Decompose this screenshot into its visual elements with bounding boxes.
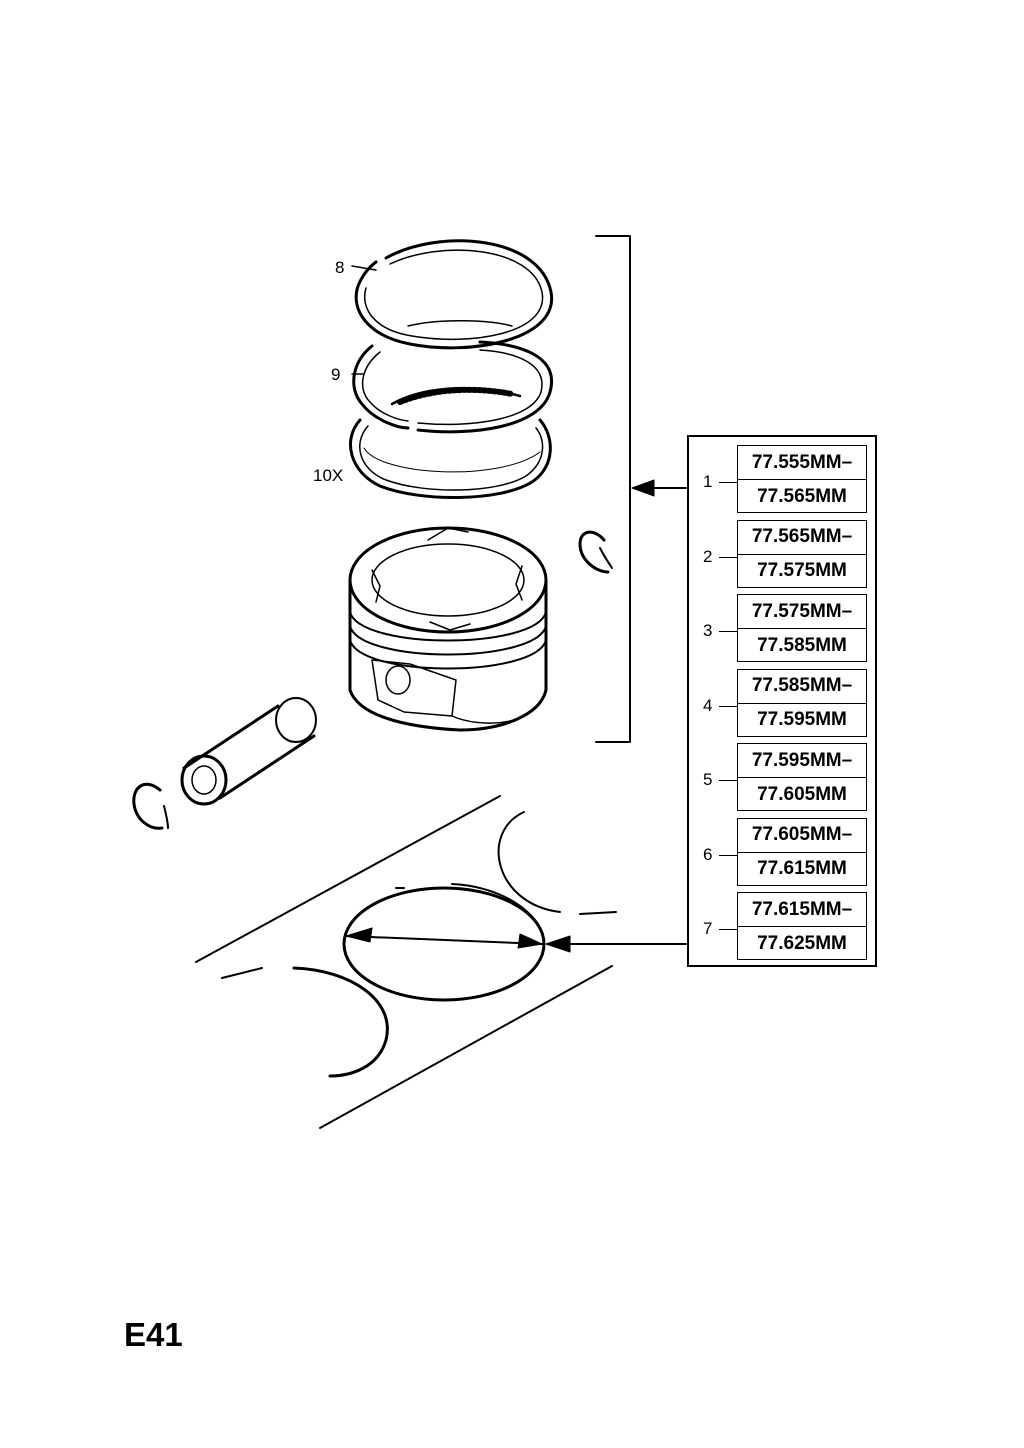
piston <box>348 526 548 732</box>
cylinder-block <box>195 795 617 1129</box>
size-grade-leader <box>719 929 737 930</box>
size-grade-row: 4 77.585MM– 77.595MM <box>689 668 875 739</box>
size-grade-max: 77.625MM <box>757 932 847 954</box>
callout-leader-8 <box>351 265 377 271</box>
size-grade-number: 5 <box>703 770 713 789</box>
page-code: E41 <box>124 1316 183 1353</box>
size-grade-number: 2 <box>703 546 713 566</box>
size-grade-max: 77.595MM <box>757 709 847 730</box>
size-grade-range: 77.565MM– 77.575MM <box>737 519 867 588</box>
size-grade-number: 6 <box>703 844 713 864</box>
leader-arrow-to-bracket <box>631 479 687 497</box>
size-grade-leader <box>719 705 737 707</box>
size-grade-row: 1 77.555MM– 77.565MM <box>689 445 875 515</box>
circlip-left <box>132 782 169 830</box>
size-grade-min: 77.555MM– <box>738 446 866 480</box>
circlip-right <box>578 530 613 574</box>
cylinder-bore <box>342 886 546 1002</box>
leader-arrow-to-bore <box>545 935 687 953</box>
size-grade-row: 2 77.565MM– 77.575MM <box>689 519 875 590</box>
size-grade-number: 4 <box>703 695 713 715</box>
size-grade-leader <box>719 482 737 483</box>
size-grade-max: 77.585MM <box>757 634 847 656</box>
piston-set-bracket <box>595 235 631 743</box>
bore-diameter-dimension <box>345 927 543 949</box>
size-grade-range: 77.595MM– 77.605MM <box>737 743 867 811</box>
size-grade-max: 77.575MM <box>757 560 847 581</box>
size-grade-number: 3 <box>703 621 713 640</box>
callout-ring-oil: 10X <box>313 466 344 485</box>
size-grade-max: 77.615MM <box>757 858 847 879</box>
size-grade-leader <box>719 556 737 558</box>
size-grade-row: 5 77.595MM– 77.605MM <box>689 743 875 813</box>
size-grade-leader <box>719 631 737 632</box>
size-grade-max: 77.605MM <box>757 783 847 805</box>
size-grade-range: 77.605MM– 77.615MM <box>737 817 867 886</box>
second-compression-ring <box>352 340 554 434</box>
size-grade-min: 77.615MM– <box>738 893 866 927</box>
size-grade-number: 1 <box>703 472 713 491</box>
size-grade-range: 77.585MM– 77.595MM <box>737 668 867 737</box>
bore-size-grade-table: 1 77.555MM– 77.565MM 2 77.565MM– 77.575MM 3 77.… <box>687 435 877 967</box>
gudgeon-pin <box>180 697 317 806</box>
callout-ring-second: 9 <box>331 365 341 384</box>
size-grade-max: 77.565MM <box>757 485 847 507</box>
size-grade-row: 3 77.575MM– 77.585MM <box>689 594 875 664</box>
size-grade-leader <box>719 780 737 781</box>
size-grade-min: 77.565MM– <box>738 521 866 555</box>
size-grade-min: 77.605MM– <box>738 819 866 853</box>
size-grade-row: 6 77.605MM– 77.615MM <box>689 817 875 888</box>
size-grade-row: 7 77.615MM– 77.625MM <box>689 892 875 962</box>
size-grade-min: 77.585MM– <box>738 670 866 704</box>
size-grade-range: 77.555MM– 77.565MM <box>737 445 867 513</box>
size-grade-min: 77.595MM– <box>738 744 866 778</box>
size-grade-range: 77.615MM– 77.625MM <box>737 892 867 960</box>
size-grade-range: 77.575MM– 77.585MM <box>737 594 867 662</box>
callout-ring-top: 8 <box>335 258 345 277</box>
size-grade-leader <box>719 854 737 856</box>
size-grade-min: 77.575MM– <box>738 595 866 629</box>
oil-control-ring <box>349 418 552 500</box>
size-grade-number: 7 <box>703 919 713 938</box>
top-compression-ring <box>354 239 554 350</box>
